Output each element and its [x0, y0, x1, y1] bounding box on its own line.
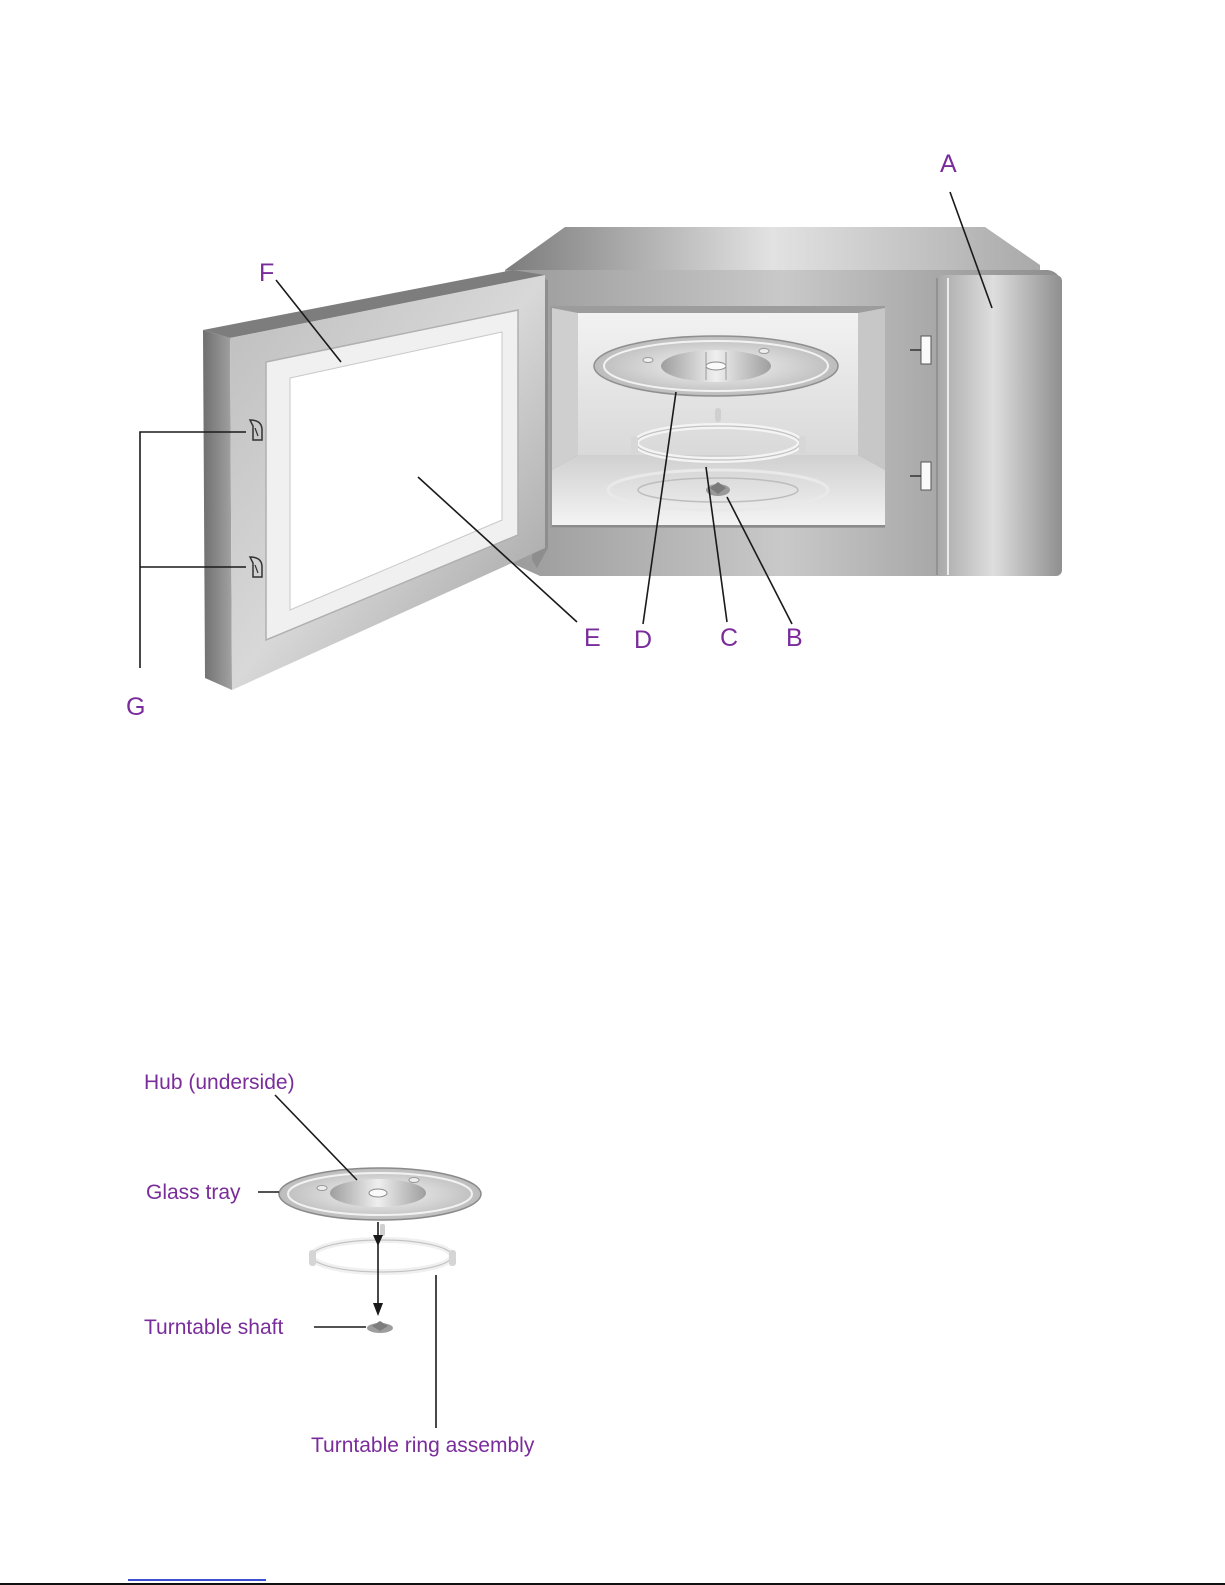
callout-b: B: [786, 624, 804, 652]
glass-tray-label: Glass tray: [146, 1181, 241, 1204]
callout-e: E: [584, 624, 602, 652]
turntable-diagram: Hub (underside) Glass tray Turntable sha…: [144, 1071, 535, 1457]
hub-underside-label: Hub (underside): [144, 1071, 295, 1094]
turntable-shaft: [367, 1321, 393, 1333]
callout-f: F: [259, 259, 275, 287]
control-panel: [937, 275, 1062, 576]
footer-link-underline: [128, 1579, 266, 1581]
callout-c: C: [720, 624, 739, 652]
callout-g: G: [126, 693, 146, 721]
microwave-body: [505, 227, 1062, 576]
turntable-ring-label: Turntable ring assembly: [311, 1434, 535, 1457]
turntable-glass-tray: [279, 1168, 481, 1220]
door: [203, 270, 548, 690]
glass-tray: [594, 336, 838, 396]
callout-d: D: [634, 626, 653, 654]
turntable-ring: [309, 1224, 456, 1272]
turntable-shaft-label: Turntable shaft: [144, 1316, 283, 1339]
callout-a: A: [940, 150, 958, 178]
